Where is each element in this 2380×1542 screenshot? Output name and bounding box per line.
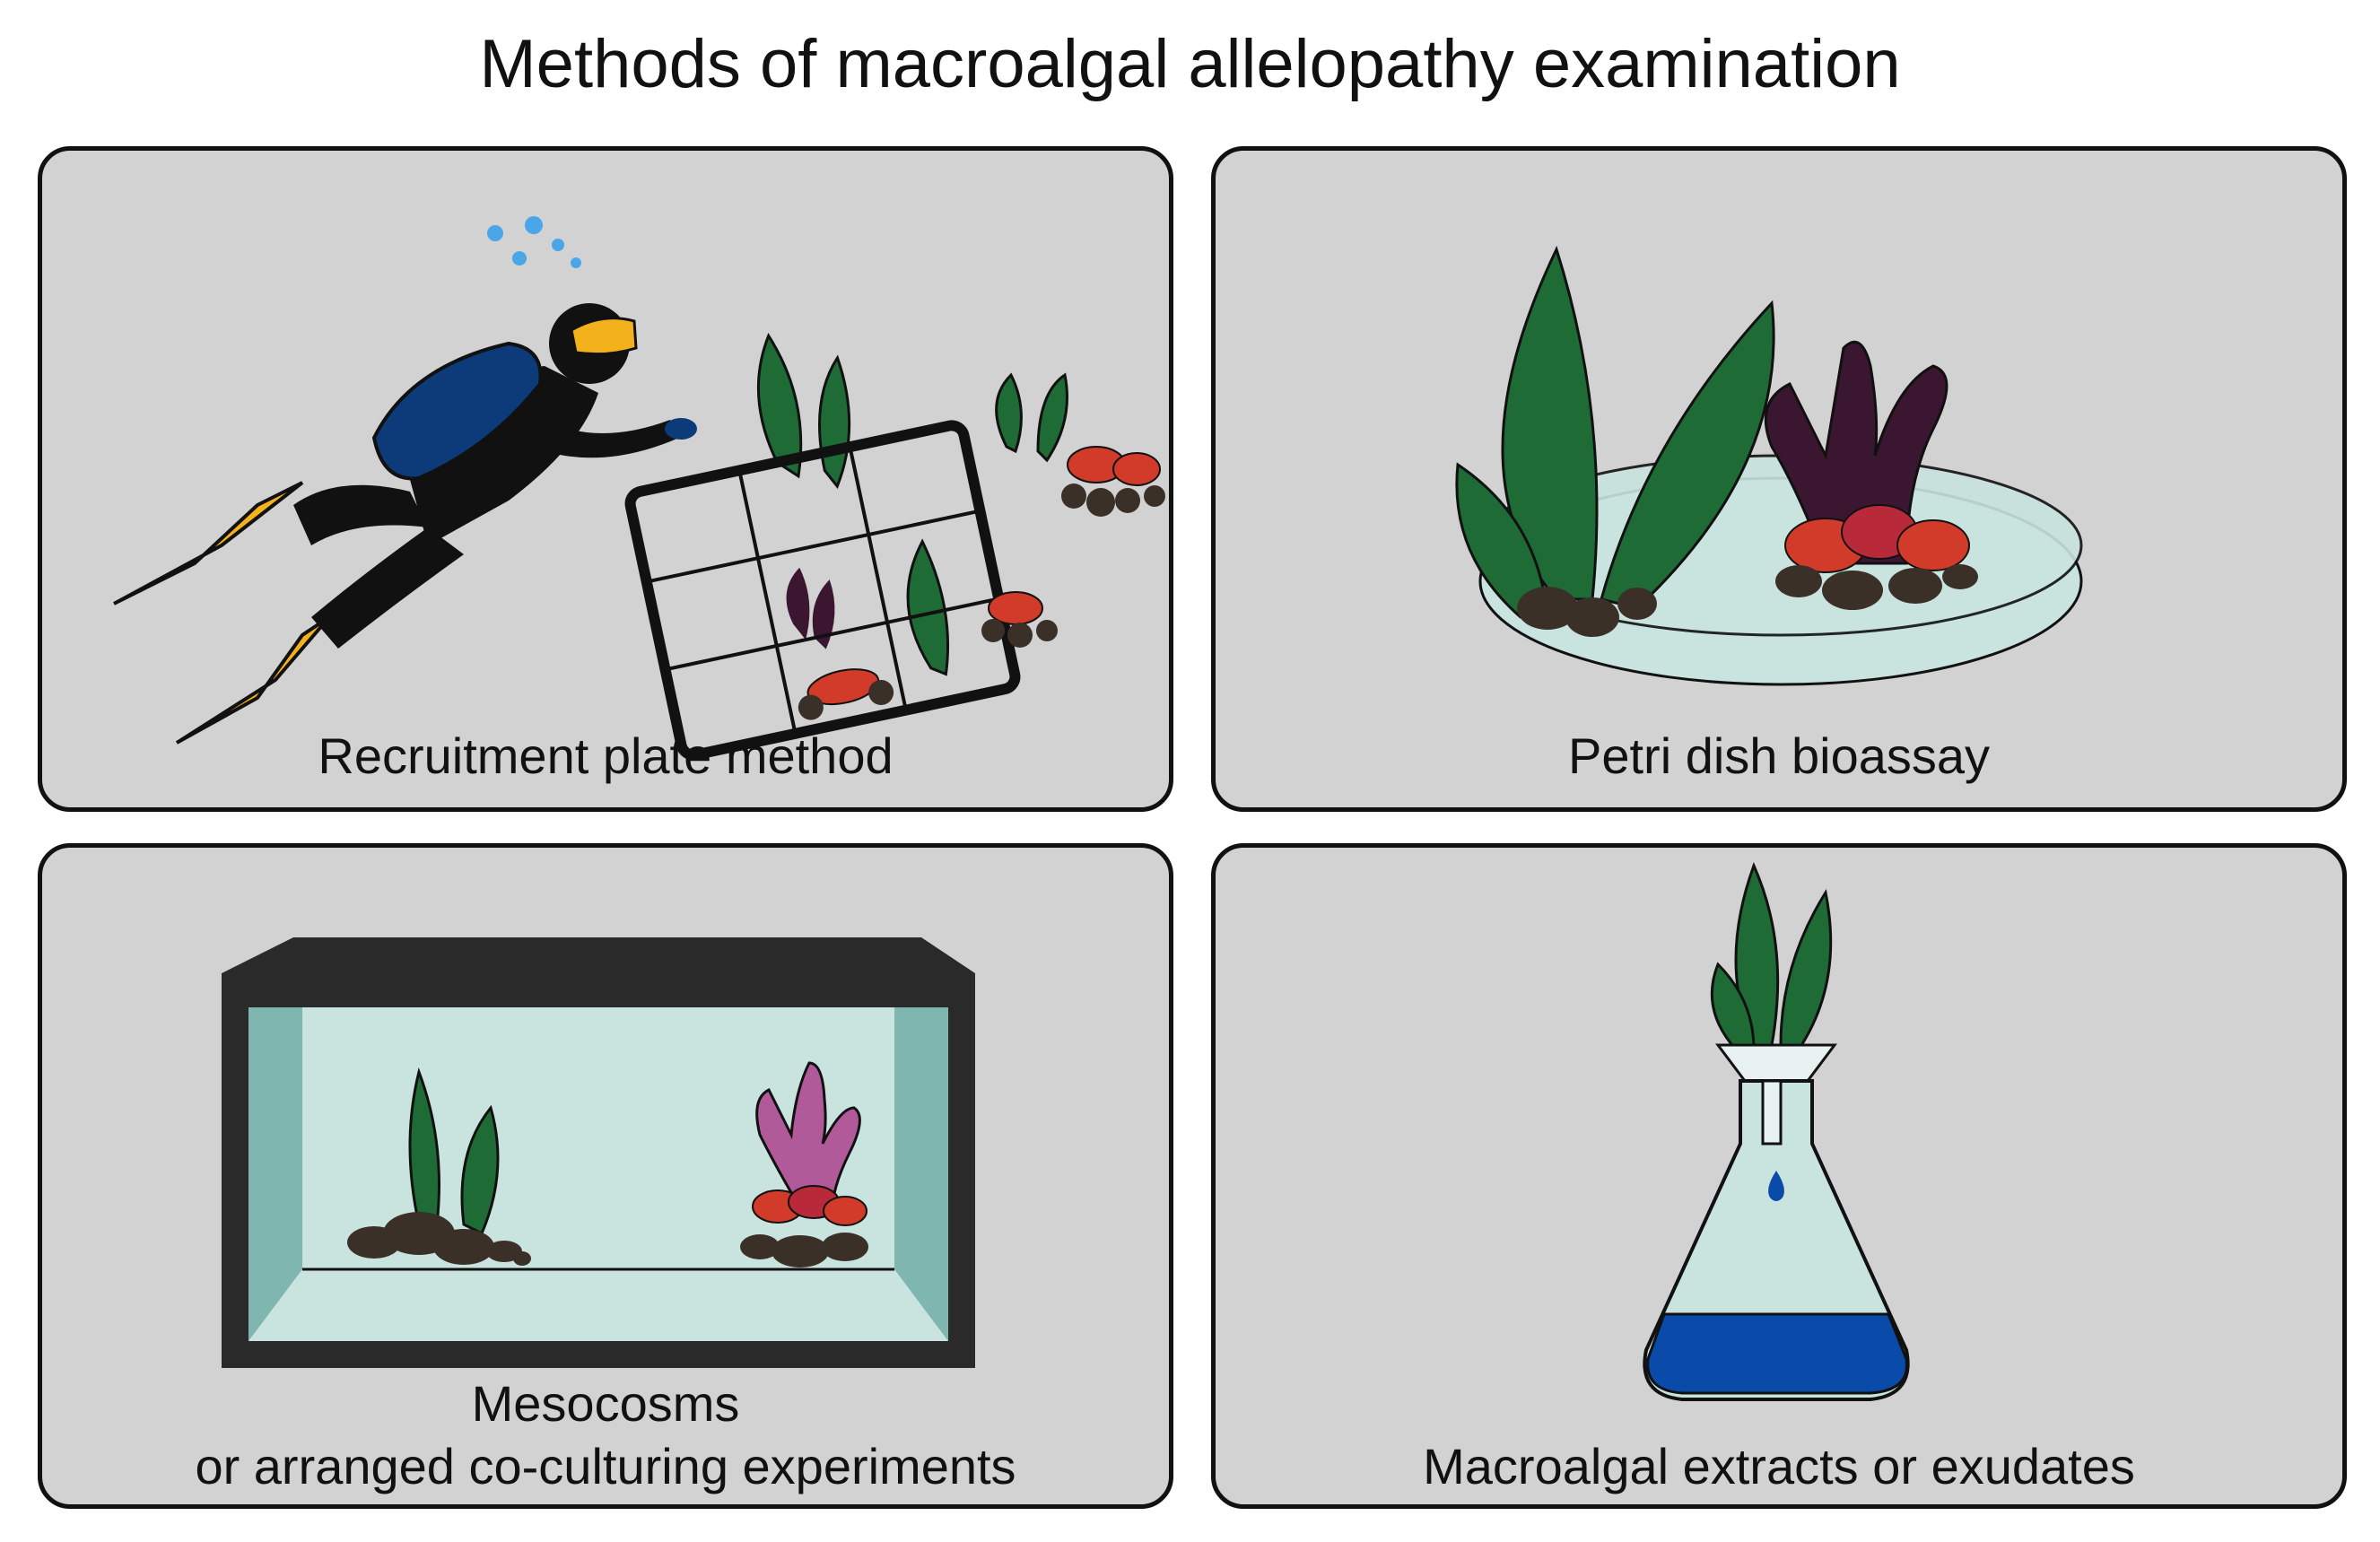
rocks-icon xyxy=(1775,564,1978,610)
panel-recruitment-plate: Recruitment plate method xyxy=(38,146,1173,812)
caption-recruitment-plate: Recruitment plate method xyxy=(318,727,894,784)
funnel-icon xyxy=(1715,1043,1837,1083)
mask-icon xyxy=(570,317,638,356)
algae-icon xyxy=(1710,962,1756,1051)
panel-mesocosms: Mesocosms or arranged co-culturing exper… xyxy=(38,843,1173,1509)
algae-icon xyxy=(1036,372,1068,463)
cup-coral-icon xyxy=(1784,504,1970,573)
caption-petri-dish: Petri dish bioassay xyxy=(1567,727,1990,784)
panel-petri-dish: Petri dish bioassay xyxy=(1211,146,2347,812)
drop-icon xyxy=(1768,1171,1784,1201)
coral-icon xyxy=(1061,446,1165,517)
rocks-icon xyxy=(1517,587,1657,637)
diagram-title: Methods of macroalgal allelopathy examin… xyxy=(479,26,1901,102)
algae-icon xyxy=(1455,462,1549,619)
algae-icon xyxy=(1600,300,1775,610)
coral-icon xyxy=(1764,340,1948,565)
petri-dish-illustration xyxy=(1455,245,2083,686)
flask-illustration xyxy=(1643,861,1910,1401)
rocks-icon xyxy=(347,1212,531,1266)
fin-icon xyxy=(113,481,304,605)
caption-mesocosms-line2: or arranged co-culturing experiments xyxy=(195,1438,1016,1494)
panel-extracts: Macroalgal extracts or exudates xyxy=(1211,843,2347,1509)
fin-icon xyxy=(175,615,331,745)
algae-icon xyxy=(995,372,1023,454)
recruitment-grid-icon xyxy=(624,333,1021,761)
rocks-icon xyxy=(740,1233,868,1268)
bubbles-icon xyxy=(487,216,581,268)
coral-icon xyxy=(981,591,1058,648)
diver-illustration xyxy=(113,216,1165,761)
cup-coral-icon xyxy=(752,1185,867,1226)
algae-icon xyxy=(408,1067,440,1226)
scuba-tank-icon xyxy=(371,341,543,481)
caption-extracts: Macroalgal extracts or exudates xyxy=(1423,1438,2135,1494)
algae-icon xyxy=(1779,888,1833,1051)
aquarium-illustration xyxy=(222,937,975,1368)
algae-icon xyxy=(460,1104,500,1236)
algae-icon xyxy=(1501,245,1599,601)
caption-mesocosms-line1: Mesocosms xyxy=(471,1375,740,1432)
coral-icon xyxy=(755,1061,861,1217)
